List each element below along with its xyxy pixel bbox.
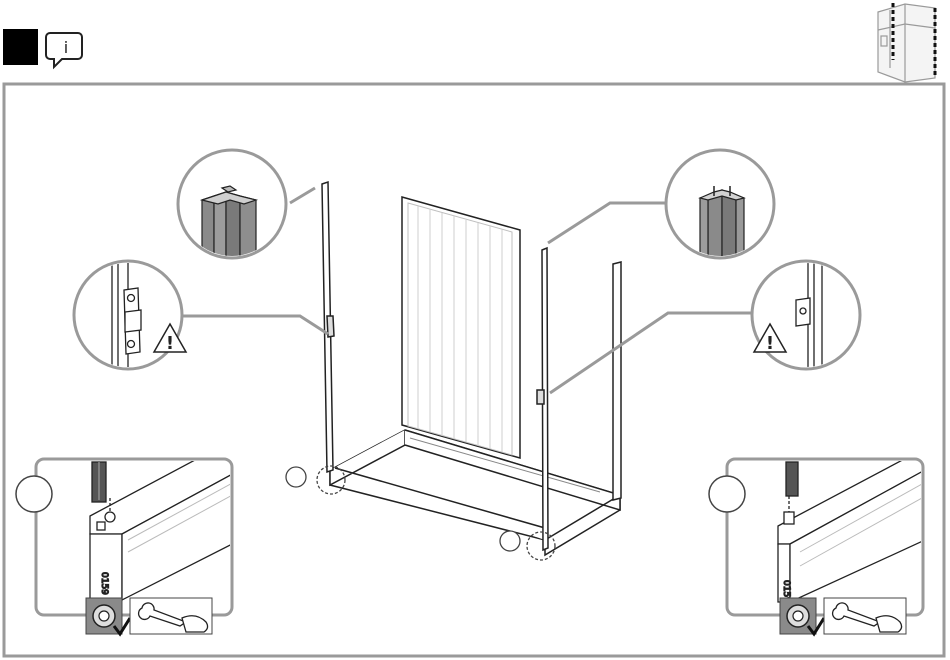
- warning-mark-left: !: [166, 333, 174, 354]
- right-front-post: [537, 248, 548, 550]
- callout-profile-detail-right: [666, 150, 774, 264]
- base-frame: [330, 430, 620, 555]
- info-glyph: i: [64, 38, 68, 57]
- profile-code-left: 0159: [99, 572, 109, 595]
- callout-bracket-warning-left: !: [74, 258, 186, 378]
- back-wall-panel: [402, 197, 520, 458]
- shed-overview-thumbnail-icon: [878, 3, 935, 82]
- warning-mark-right: !: [766, 333, 774, 354]
- left-base-reference-circle: [286, 467, 306, 487]
- info-speech-bubble-icon[interactable]: i: [46, 33, 82, 67]
- base-fixing-detail-right: 0159: [709, 456, 925, 615]
- right-base-reference-circle: [500, 531, 520, 551]
- wrench-hand-tool-icon: [130, 598, 212, 634]
- step-marker-square-icon: [3, 29, 38, 65]
- callout-bracket-warning-right: !: [752, 258, 860, 378]
- callout-profile-detail-left: [178, 150, 286, 264]
- detail-reference-circle-left: [16, 476, 52, 512]
- right-back-post: [613, 262, 621, 500]
- wrench-hand-tool-icon: [824, 598, 906, 634]
- detail-reference-circle-right: [709, 476, 745, 512]
- base-fixing-detail-left: 0159: [16, 452, 240, 615]
- left-corner-post: [322, 182, 334, 472]
